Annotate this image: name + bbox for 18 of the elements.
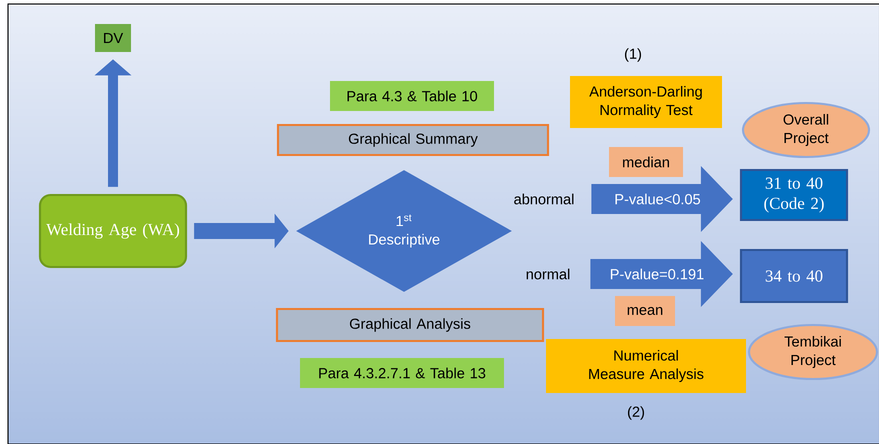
edge-label: P-value=0.191 [608, 266, 706, 282]
step-number: (1) [625, 48, 641, 62]
reference-box: Para 4.3 & Table 10 [330, 81, 494, 111]
step-number: (2) [628, 406, 644, 420]
result-box: 31 to 40 (Code 2) [740, 168, 848, 222]
result-box: 34 to 40 [740, 248, 848, 304]
condition-text: abnormal [514, 194, 574, 204]
condition-text: normal [526, 268, 570, 280]
analysis-box: Numerical Measure Analysis [546, 339, 746, 393]
statistic-box: median [609, 147, 683, 177]
reference-box: Para 4.3.2.7.1 & Table 13 [300, 358, 504, 388]
test-box: Anderson-Darling Normality Test [570, 76, 722, 128]
process-box: Welding Age (WA) [38, 194, 188, 268]
variable-box: DV [95, 24, 131, 52]
edge-label: P-value<0.05 [612, 192, 702, 206]
method-box: Graphical Summary [276, 124, 550, 156]
method-box: Graphical Analysis [276, 308, 544, 342]
statistic-box: mean [615, 296, 675, 326]
